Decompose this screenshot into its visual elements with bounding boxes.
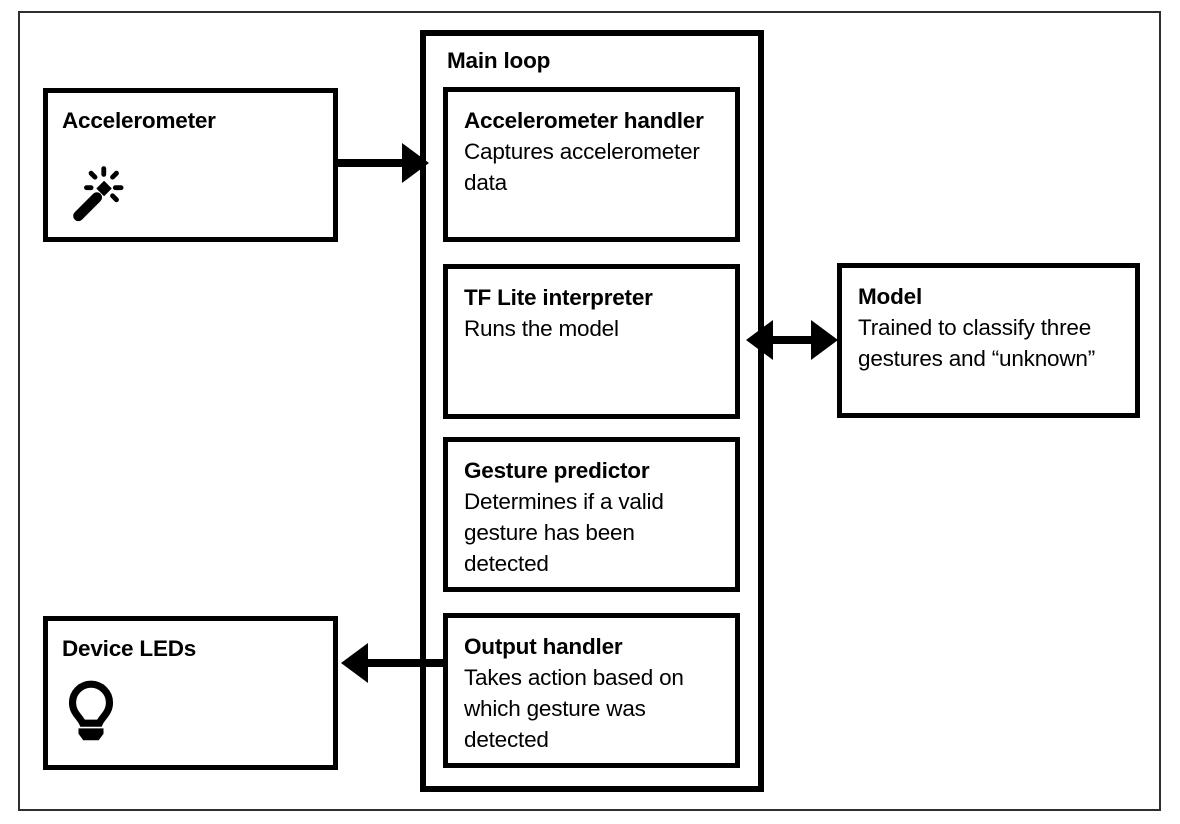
model-box: Model Trained to classify three gestures… <box>837 263 1140 418</box>
arrow-mainloop-model-bidirectional <box>746 320 838 360</box>
gesture-predictor-title: Gesture predictor <box>464 458 650 483</box>
output-handler-description: Takes action based on which gesture was … <box>464 665 684 752</box>
accelerometer-box: Accelerometer <box>43 88 338 242</box>
gesture-predictor-description: Determines if a valid gesture has been d… <box>464 489 664 576</box>
tf-lite-interpreter-title: TF Lite interpreter <box>464 285 653 310</box>
accelerometer-handler-box: Accelerometer handler Captures accelerom… <box>443 87 740 242</box>
accelerometer-handler-description: Captures accelerometer data <box>464 139 700 195</box>
output-handler-box: Output handler Takes action based on whi… <box>443 613 740 768</box>
gesture-predictor-box: Gesture predictor Determines if a valid … <box>443 437 740 592</box>
model-title: Model <box>858 284 922 309</box>
accelerometer-handler-title: Accelerometer handler <box>464 108 704 133</box>
main-loop-box: Main loop Accelerometer handler Captures… <box>420 30 764 792</box>
lightbulb-icon <box>68 680 114 741</box>
tf-lite-interpreter-box: TF Lite interpreter Runs the model <box>443 264 740 419</box>
arrow-mainloop-to-deviceleds <box>341 643 445 683</box>
model-description: Trained to classify three gestures and “… <box>858 315 1095 371</box>
tf-lite-interpreter-description: Runs the model <box>464 316 619 341</box>
arrow-accelerometer-to-mainloop <box>336 143 429 183</box>
accelerometer-title: Accelerometer <box>62 108 216 133</box>
device-leds-box: Device LEDs <box>43 616 338 770</box>
device-leds-title: Device LEDs <box>62 636 197 661</box>
output-handler-title: Output handler <box>464 634 623 659</box>
main-loop-title: Main loop <box>447 48 551 73</box>
magic-wand-icon <box>73 166 124 222</box>
